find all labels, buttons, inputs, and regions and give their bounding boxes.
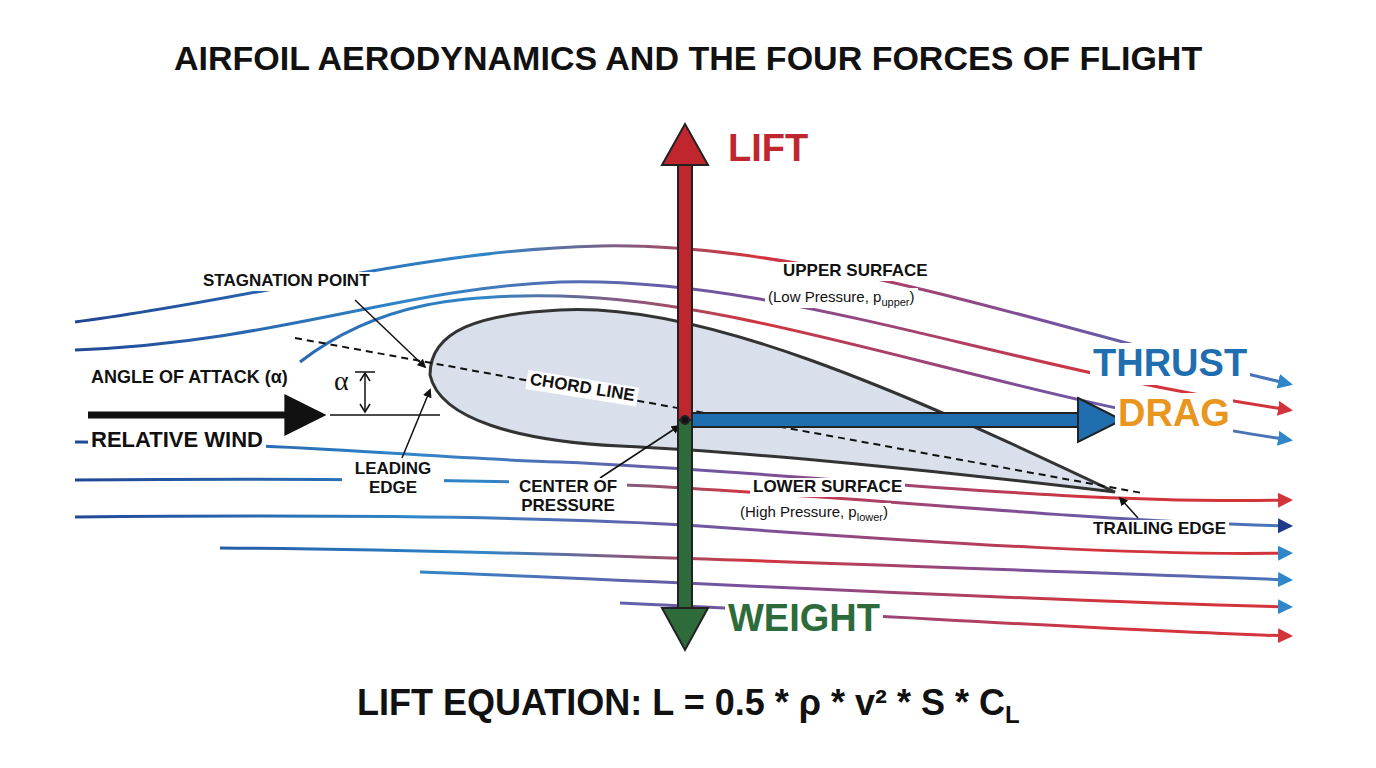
equation-subscript: L [1005, 701, 1020, 728]
pressure-subscript: lower [857, 511, 883, 523]
force-label: WEIGHT [725, 598, 883, 640]
part-label: STAGNATION POINT [200, 272, 373, 291]
force-label: DRAG [1115, 393, 1233, 435]
force-label: THRUST [1090, 343, 1250, 385]
diagram-title: AIRFOIL AERODYNAMICS AND THE FOUR FORCES… [174, 40, 1202, 77]
part-label: UPPER SURFACE [780, 262, 931, 281]
part-label: ANGLE OF ATTACK (α) [88, 368, 291, 388]
part-label: LOWER SURFACE [750, 478, 905, 497]
airfoil-shape [430, 309, 1115, 492]
pressure-line: (High Pressure, plower) [737, 503, 891, 523]
lift-equation: LIFT EQUATION: L = 0.5 * ρ * v² * S * C [357, 682, 1005, 723]
pressure-subscript: upper [881, 296, 909, 308]
wind-reference-line [330, 414, 440, 416]
force-label: LIFT [725, 128, 811, 170]
pressure-line: (Low Pressure, pupper) [765, 288, 918, 308]
force-arrows [662, 124, 1122, 650]
alpha-dimension [355, 372, 375, 412]
pressure-note: (High Pressure, p [740, 503, 857, 520]
part-label: TRAILING EDGE [1090, 520, 1229, 539]
pressure-note: (Low Pressure, p [768, 288, 881, 305]
part-label: CENTER OF PRESSURE [509, 478, 627, 515]
part-label: CHORD LINE [526, 370, 639, 406]
pressure-note: ) [883, 503, 888, 520]
part-label: LEADING EDGE [342, 460, 444, 497]
part-label: RELATIVE WIND [88, 428, 266, 452]
equation-line: LIFT EQUATION: L = 0.5 * ρ * v² * S * CL [357, 682, 1020, 729]
angle-symbol: α [331, 366, 352, 397]
relative-wind-arrow [88, 412, 318, 419]
leader-lines [355, 300, 1138, 518]
pressure-note: ) [910, 288, 915, 305]
